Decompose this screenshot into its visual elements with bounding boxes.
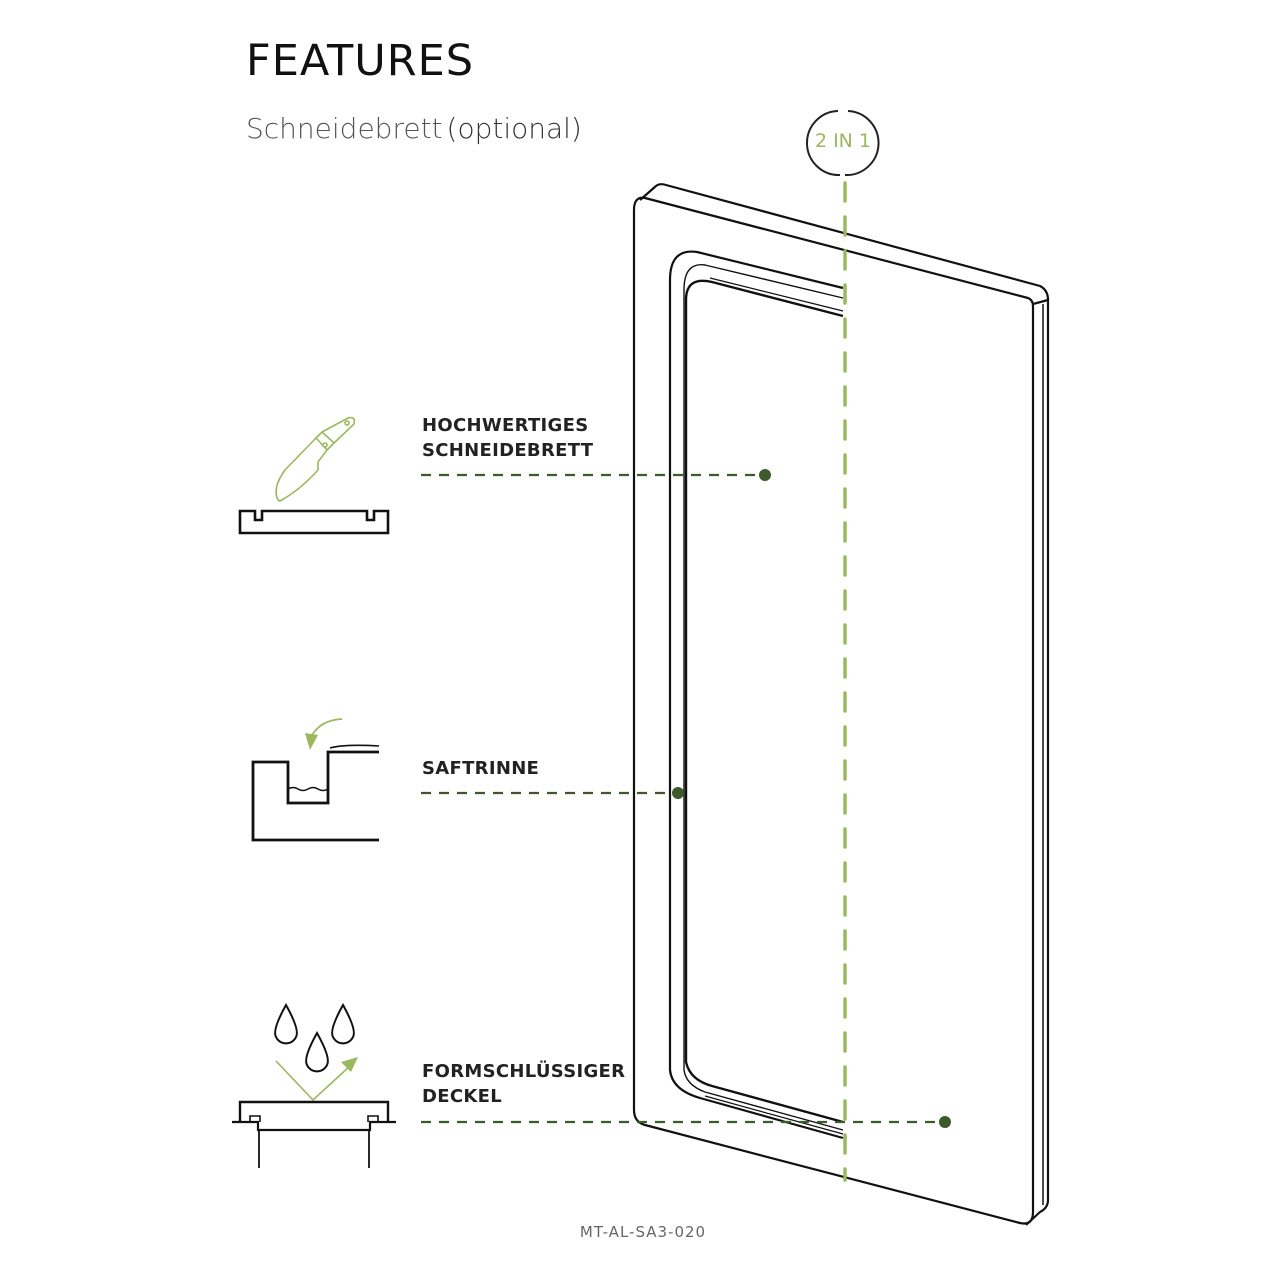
page-title: FEATURES — [246, 36, 475, 86]
leader-dot-saftrinne — [672, 787, 684, 799]
knife-cutting-board-icon — [238, 416, 390, 535]
feature-label-line: FORMSCHLÜSSIGER — [422, 1061, 626, 1082]
juice-groove-icon — [251, 718, 380, 842]
cutting-board-drawing — [632, 183, 1050, 1226]
feature-label-schneidebrett: HOCHWERTIGES SCHNEIDEBRETT — [422, 413, 593, 463]
two-in-one-divider — [806, 110, 880, 1182]
subtitle-product: Schneidebrett — [246, 112, 443, 145]
feature-label-line: SAFTRINNE — [422, 758, 540, 779]
feature-label-line: HOCHWERTIGES — [422, 415, 589, 436]
subtitle-optional: (optional) — [446, 112, 582, 145]
feature-label-line: DECKEL — [422, 1086, 502, 1107]
leader-lines — [421, 469, 951, 1128]
leader-dot-deckel — [939, 1116, 951, 1128]
feature-label-line: SCHNEIDEBRETT — [422, 440, 594, 461]
feature-label-saftrinne: SAFTRINNE — [422, 756, 539, 781]
water-drops-lid-icon — [232, 1002, 396, 1168]
feature-label-deckel: FORMSCHLÜSSIGER DECKEL — [422, 1059, 625, 1109]
two-in-one-badge: 2 IN 1 — [814, 130, 872, 152]
product-code: MT-AL-SA3-020 — [579, 1223, 707, 1241]
page-subtitle: Schneidebrett(optional) — [246, 112, 582, 145]
leader-dot-schneidebrett — [759, 469, 771, 481]
